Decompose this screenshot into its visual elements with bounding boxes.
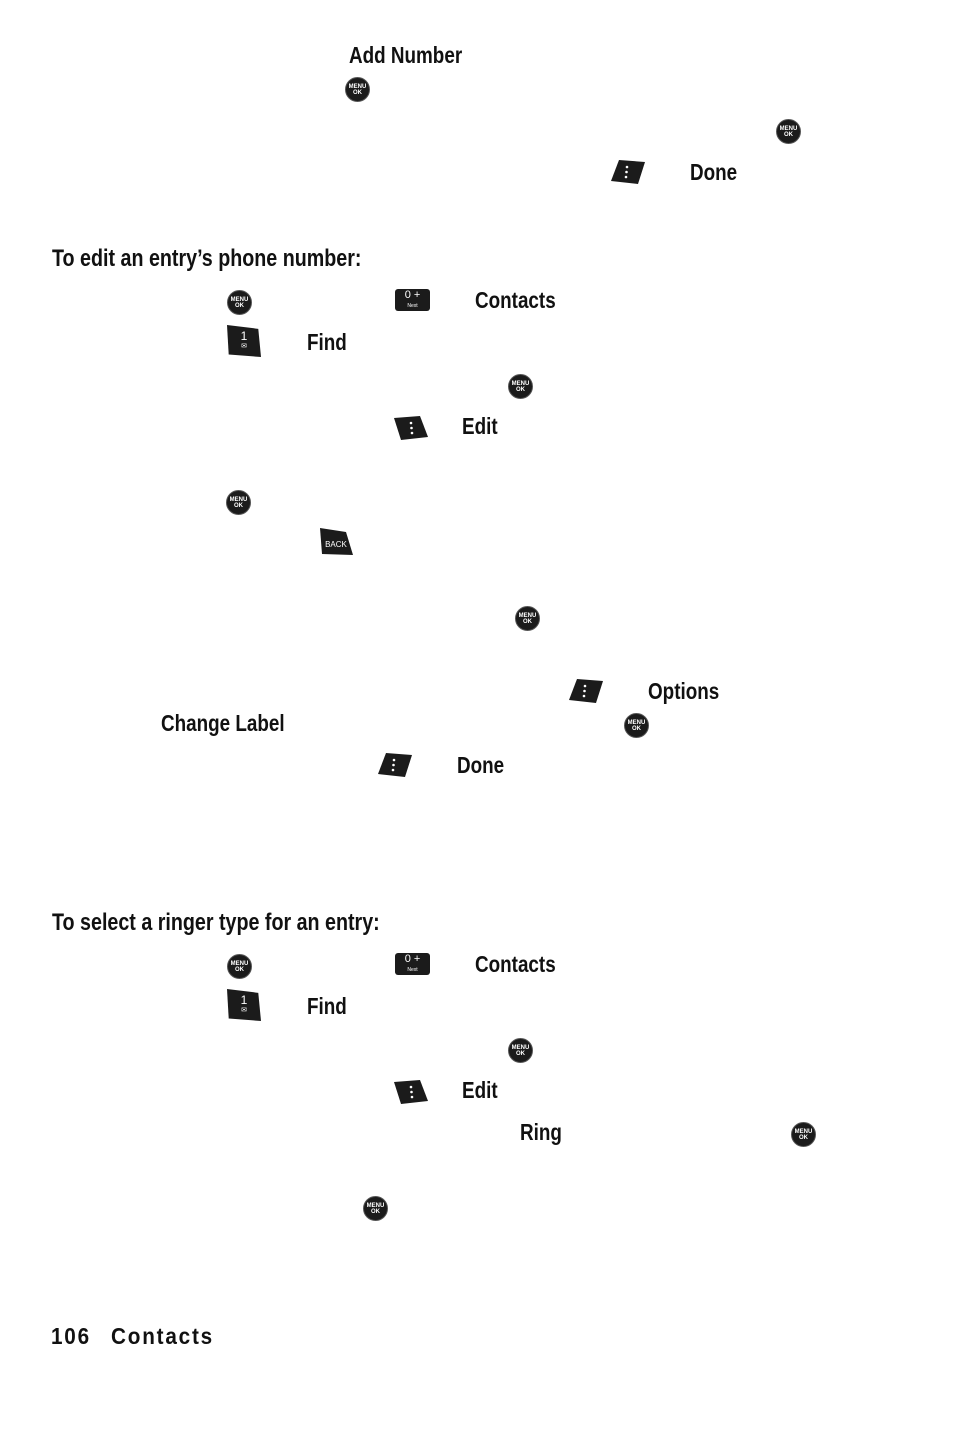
ring-label: Ring <box>520 1119 562 1145</box>
right-softkey-icon <box>569 679 603 703</box>
page-number: 106 <box>51 1323 91 1349</box>
back-key-icon: BACK <box>320 528 353 555</box>
edit-phone-number-heading: To edit an entry’s phone number: <box>52 245 362 272</box>
one-key-icon: 1✉ <box>227 325 261 357</box>
done-label: Done <box>457 752 505 778</box>
left-softkey-icon <box>394 1080 428 1104</box>
done-label: Done <box>690 159 738 185</box>
edit-label: Edit <box>462 413 498 439</box>
zero-next-key-icon: 0 +Next <box>395 953 430 975</box>
options-label: Options <box>648 678 720 704</box>
contacts-label: Contacts <box>475 287 556 313</box>
change-label-label: Change Label <box>161 710 285 736</box>
find-label: Find <box>307 993 347 1019</box>
zero-next-key-icon: 0 +Next <box>395 289 430 311</box>
one-key-icon: 1✉ <box>227 989 261 1021</box>
ringer-type-heading: To select a ringer type for an entry: <box>52 909 380 936</box>
right-softkey-icon <box>378 753 412 777</box>
edit-label: Edit <box>462 1077 498 1103</box>
svg-text:BACK: BACK <box>325 540 347 549</box>
find-label: Find <box>307 329 347 355</box>
left-softkey-icon <box>394 416 428 440</box>
right-softkey-icon <box>611 160 645 184</box>
contacts-label: Contacts <box>475 951 556 977</box>
add-number-label: Add Number <box>349 42 463 68</box>
footer-section-title: Contacts <box>111 1323 214 1349</box>
